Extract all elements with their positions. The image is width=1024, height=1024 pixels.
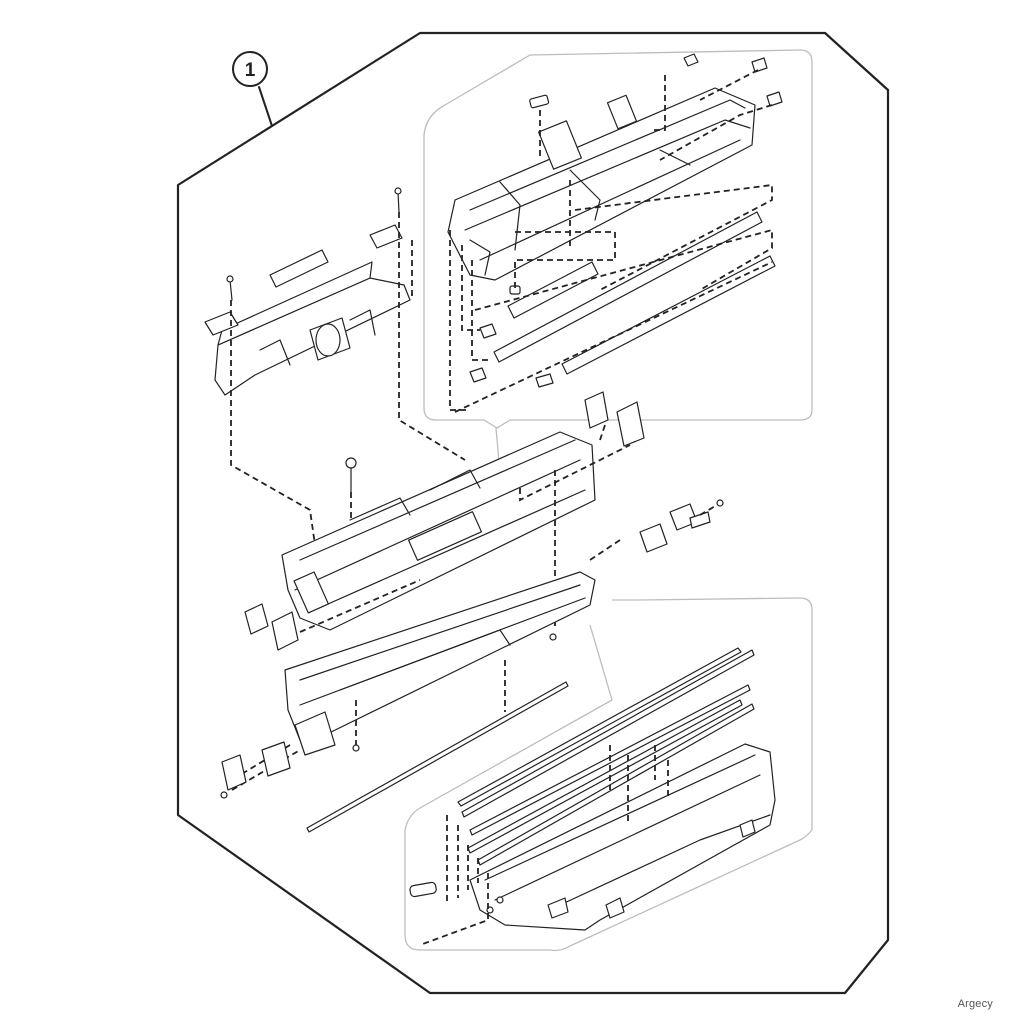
left-bracket-assembly	[204, 187, 411, 396]
upper-leaders	[449, 69, 773, 413]
lower-frame	[284, 499, 724, 756]
upper-detail-panel	[423, 49, 813, 463]
main-housing	[244, 391, 645, 651]
left-bracket-leaders	[230, 212, 466, 546]
lower-left-brackets	[220, 741, 291, 799]
watermark-text: Argecy	[957, 998, 993, 1010]
upper-clips	[469, 53, 783, 388]
lower-clip	[409, 881, 437, 898]
upper-rail-assembly	[447, 87, 756, 281]
callout-circle	[232, 51, 268, 87]
lower-tray	[469, 743, 776, 931]
callout-number: 1	[245, 60, 256, 81]
assembly-frame	[176, 31, 890, 995]
lower-rails	[457, 647, 755, 866]
long-rod	[306, 681, 569, 833]
callout: 1	[232, 51, 273, 127]
lower-leaders	[419, 745, 669, 946]
lower-detail-panel	[404, 597, 813, 952]
